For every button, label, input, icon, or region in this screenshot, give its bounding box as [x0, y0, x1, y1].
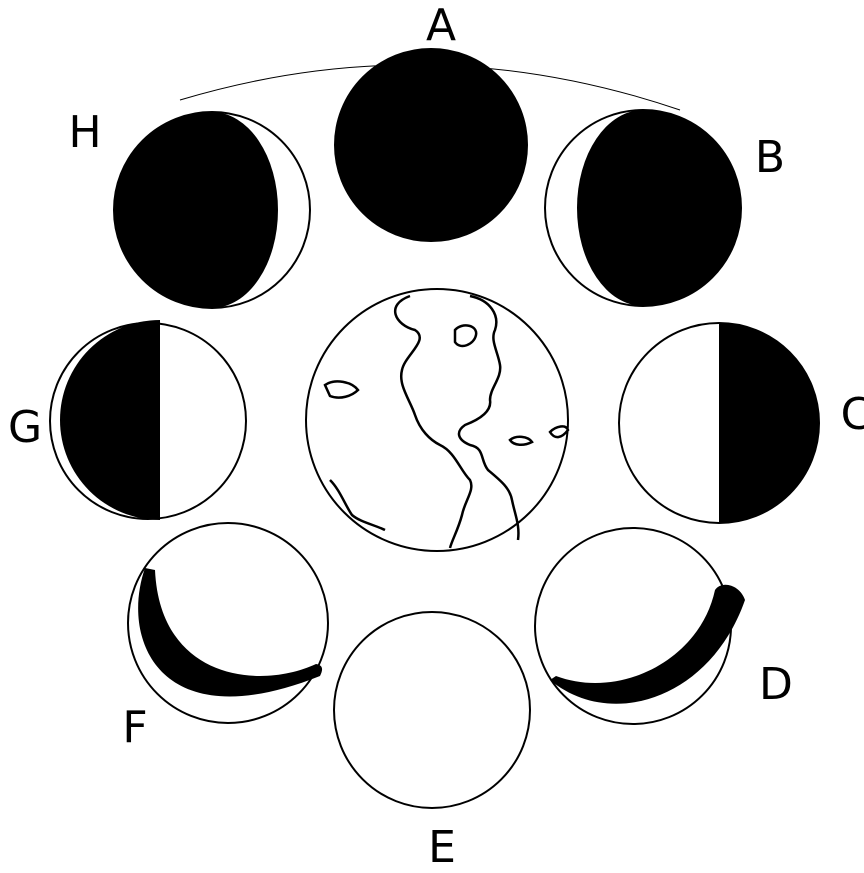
label-h: H	[68, 111, 101, 155]
moon-phase-d	[535, 528, 745, 724]
moon-phase-b	[545, 110, 741, 306]
label-f: F	[122, 706, 147, 750]
moon-phase-a	[335, 49, 527, 241]
moon-phase-f	[128, 523, 328, 723]
moon-phase-g	[50, 320, 246, 520]
label-g: G	[8, 406, 42, 450]
moon-phase-c	[619, 323, 819, 523]
moon-phase-h	[114, 112, 310, 308]
earth	[306, 289, 568, 551]
label-c: C	[841, 393, 864, 437]
label-a: A	[426, 4, 456, 48]
label-d: D	[759, 663, 793, 707]
label-e: E	[428, 826, 456, 870]
label-b: B	[755, 136, 785, 180]
moon-phase-e	[334, 612, 530, 808]
